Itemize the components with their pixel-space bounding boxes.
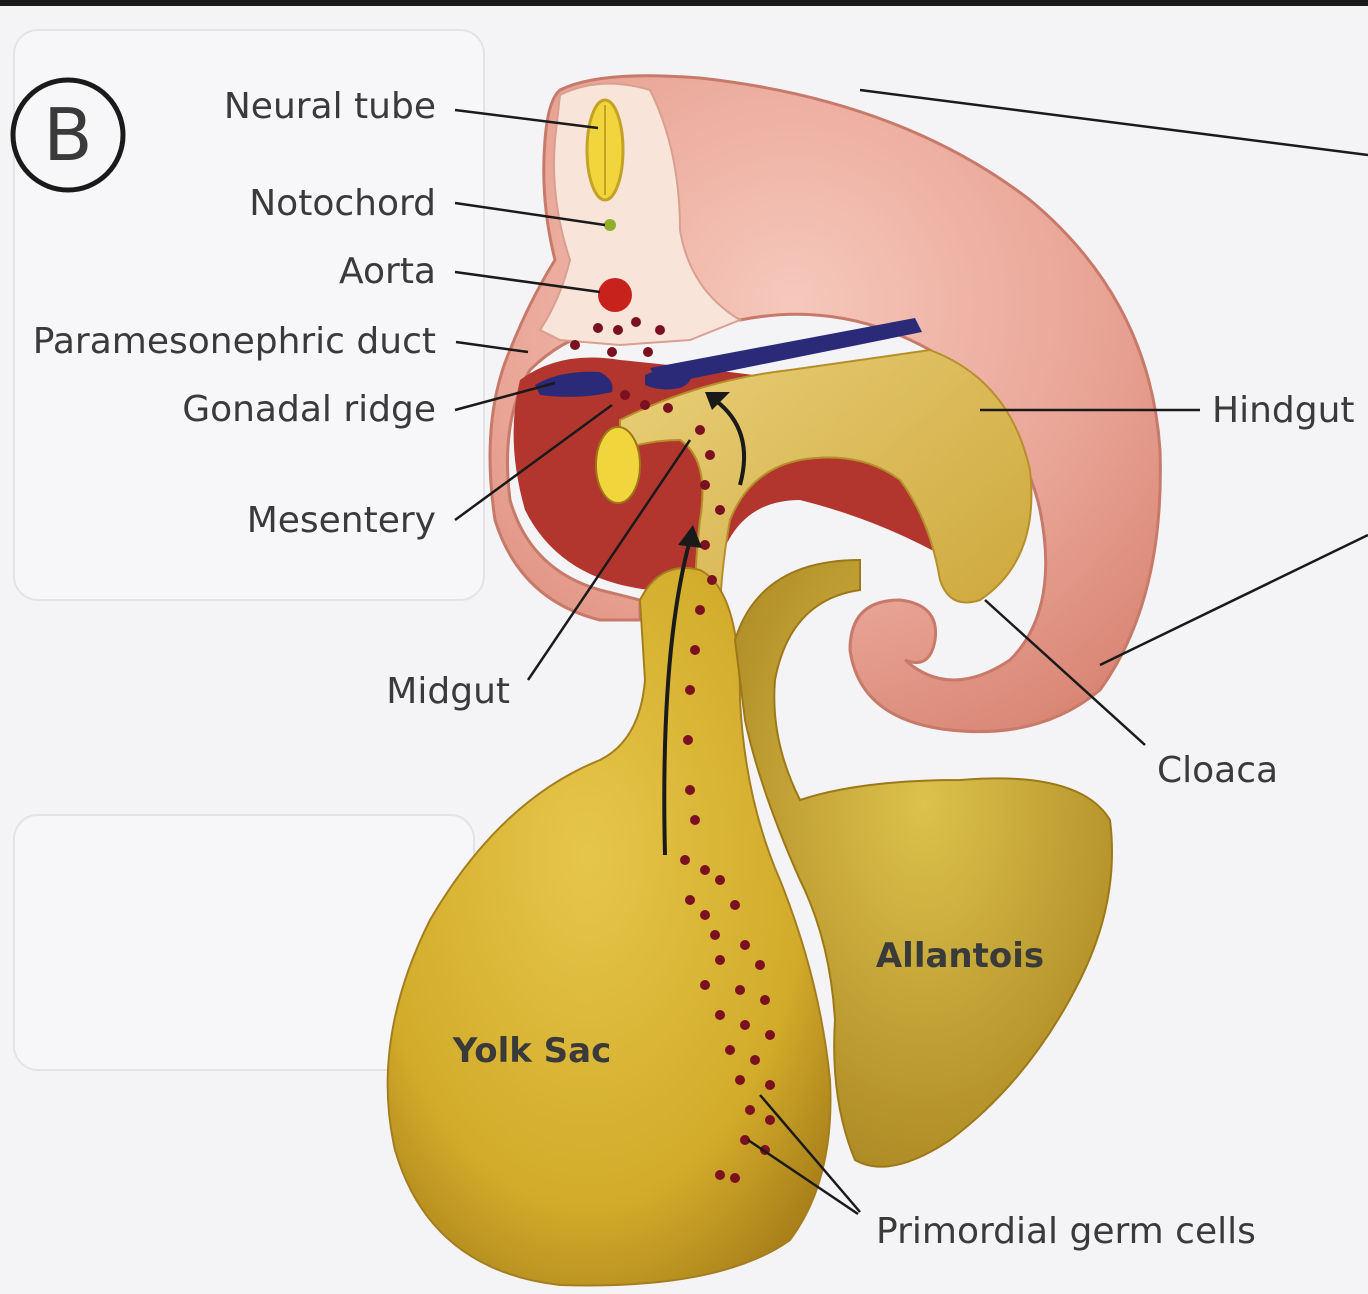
- germ-cell: [705, 450, 715, 460]
- label-allantois: Allantois: [876, 936, 1044, 976]
- germ-cell: [690, 815, 700, 825]
- label-neural-tube: Neural tube: [224, 86, 436, 127]
- label-mesentery: Mesentery: [247, 500, 436, 541]
- germ-cell: [715, 955, 725, 965]
- germ-cell: [760, 995, 770, 1005]
- germ-cell: [593, 323, 603, 333]
- germ-cell: [745, 1105, 755, 1115]
- germ-cell: [700, 865, 710, 875]
- germ-cell: [700, 540, 710, 550]
- germ-cell: [695, 605, 705, 615]
- germ-cell: [710, 930, 720, 940]
- germ-cell: [715, 1010, 725, 1020]
- germ-cell: [643, 347, 653, 357]
- germ-cell: [765, 1080, 775, 1090]
- germ-cell: [735, 1075, 745, 1085]
- germ-cell: [740, 940, 750, 950]
- germ-cell: [680, 855, 690, 865]
- label-cloaca: Cloaca: [1157, 750, 1278, 791]
- panel-letter: B: [43, 93, 92, 177]
- germ-cell: [685, 685, 695, 695]
- germ-cell: [715, 875, 725, 885]
- aorta-shape: [598, 278, 632, 312]
- germ-cell: [655, 325, 665, 335]
- germ-cell: [750, 1055, 760, 1065]
- germ-cell: [663, 403, 673, 413]
- germ-cell: [607, 347, 617, 357]
- germ-cell: [730, 900, 740, 910]
- label-hindgut: Hindgut: [1212, 390, 1355, 431]
- label-midgut: Midgut: [386, 671, 510, 712]
- germ-cell: [613, 325, 623, 335]
- midgut-section: [596, 427, 640, 503]
- germ-cell: [715, 505, 725, 515]
- germ-cell: [765, 1115, 775, 1125]
- germ-cell: [683, 735, 693, 745]
- germ-cell: [700, 910, 710, 920]
- label-primordial-germ-cells: Primordial germ cells: [876, 1211, 1256, 1252]
- top-border: [0, 0, 1368, 6]
- germ-cell: [740, 1020, 750, 1030]
- germ-cell: [700, 480, 710, 490]
- germ-cell: [631, 317, 641, 327]
- germ-cell: [735, 985, 745, 995]
- germ-cell: [640, 400, 650, 410]
- germ-cell: [685, 895, 695, 905]
- germ-cell: [725, 1045, 735, 1055]
- label-aorta: Aorta: [339, 251, 436, 292]
- label-gonadal-ridge: Gonadal ridge: [182, 389, 436, 430]
- germ-cell: [685, 785, 695, 795]
- germ-cell: [707, 575, 717, 585]
- germ-cell: [570, 340, 580, 350]
- germ-cell: [690, 645, 700, 655]
- germ-cell: [755, 960, 765, 970]
- label-paramesonephric-duct: Paramesonephric duct: [33, 321, 436, 362]
- germ-cell: [700, 980, 710, 990]
- label-yolk-sac: Yolk Sac: [452, 1031, 612, 1071]
- label-notochord: Notochord: [249, 183, 436, 224]
- germ-cell: [620, 390, 630, 400]
- notochord-shape: [604, 219, 616, 231]
- germ-cell: [695, 425, 705, 435]
- germ-cell: [715, 1170, 725, 1180]
- germ-cell: [730, 1173, 740, 1183]
- germ-cell: [765, 1030, 775, 1040]
